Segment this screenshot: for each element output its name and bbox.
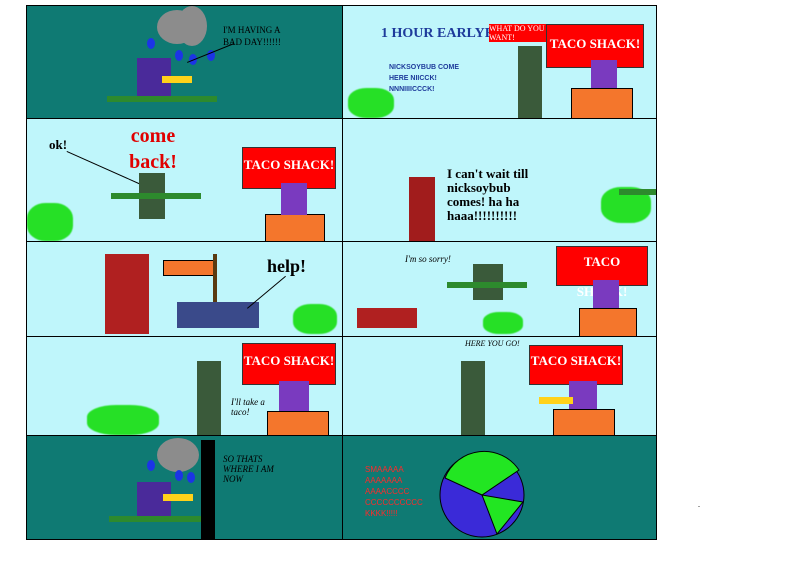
reply-ok: ok! (49, 137, 68, 152)
sign-post (213, 254, 217, 314)
robot-arms (111, 193, 201, 199)
robot-vendor (279, 381, 309, 411)
rain-drop (147, 460, 155, 471)
robot-customer (197, 361, 221, 435)
black-bar (201, 440, 215, 539)
rain-drop (207, 50, 215, 61)
shout-come-back: come back! (129, 125, 177, 173)
robot-vendor (591, 60, 617, 88)
bush (483, 312, 523, 334)
speech-pointer (247, 275, 286, 309)
robot-fallen (177, 302, 259, 328)
rain-cloud (157, 438, 199, 472)
panel-5: help! (26, 241, 343, 337)
taco-counter (553, 409, 615, 435)
caption-earlier: 1 HOUR EARLYER (381, 26, 505, 41)
panel-3: ok! come back! TACO SHACK! (26, 118, 343, 242)
rain-drop (147, 38, 155, 49)
robot-arms-edge (619, 189, 656, 195)
robot-vendor (569, 381, 597, 411)
rain-drop (175, 470, 183, 481)
bush (87, 405, 159, 435)
fire-scribble (163, 494, 193, 501)
shout-nick: NICKSOYBUB COME HERE NIICCK! NNNIIIICCCK… (389, 64, 460, 93)
robot-vendor (281, 183, 307, 215)
taco-counter (265, 214, 325, 241)
taco-shack-sign: TACO SHACK! (556, 246, 648, 299)
bush (27, 203, 73, 241)
taco-counter (267, 411, 329, 435)
speech-sorry: I'm so sorry! (405, 254, 451, 264)
taco-shack-sign: TACO SHACK! (529, 345, 623, 385)
panel-8: HERE YOU GO! TACO SHACK! (342, 336, 657, 436)
stray-dot: . (698, 500, 700, 509)
speech-smack: SMAAAAA AAAAAAA AAAACCCC CCCCCCCCCC KKKK… (365, 465, 423, 518)
robot-customer (461, 361, 485, 435)
taco-counter (579, 308, 637, 336)
panel-10: SMAAAAA AAAAAAA AAAACCCC CCCCCCCCCC KKKK… (342, 435, 657, 540)
robot-red (409, 177, 435, 241)
panel-6: I'm so sorry! TACO SHACK! (342, 241, 657, 337)
robot-red-large (105, 254, 149, 334)
panel-2: 1 HOUR EARLYER WHAT DO YOU WANT! TACO SH… (342, 5, 657, 119)
speech-want: WHAT DO YOU WANT! (489, 24, 549, 42)
speech-cant-wait: I can't wait till nicksoybub comes! ha h… (447, 166, 529, 223)
rain-cloud-puff (177, 6, 207, 46)
robot-sad (137, 482, 171, 522)
panel-9: SO THATS WHERE I AM NOW (26, 435, 343, 540)
panel-4: I can't wait till nicksoybub comes! ha h… (342, 118, 657, 242)
bush (348, 88, 394, 118)
taco-item (539, 397, 573, 404)
robot-vendor (593, 280, 619, 308)
bush (293, 304, 337, 334)
rain-drop (175, 50, 183, 61)
speech-bad-day: I'M HAVING A BAD DAY!!!!!! (223, 25, 281, 47)
taco-counter (571, 88, 633, 118)
speech-help: help! (267, 256, 307, 276)
speech-here-you-go: HERE YOU GO! (465, 339, 520, 348)
robot-legs (107, 96, 217, 102)
panel-7: TACO SHACK! I'll take a taco! (26, 336, 343, 436)
robot-arms (447, 282, 527, 288)
robot-legs (109, 516, 209, 522)
fire-scribble (162, 76, 192, 83)
sign-post-board (163, 260, 217, 276)
robot-red-fallen (357, 308, 417, 328)
panel-1: I'M HAVING A BAD DAY!!!!!! (26, 5, 343, 119)
taco-shack-sign: TACO SHACK! (242, 343, 336, 385)
robot-customer (518, 46, 542, 118)
impact-circle (439, 450, 525, 538)
speech-take-taco: I'll take a taco! (231, 397, 265, 417)
speech-where-i-am: SO THATS WHERE I AM NOW (223, 454, 274, 484)
rain-drop (187, 472, 195, 483)
